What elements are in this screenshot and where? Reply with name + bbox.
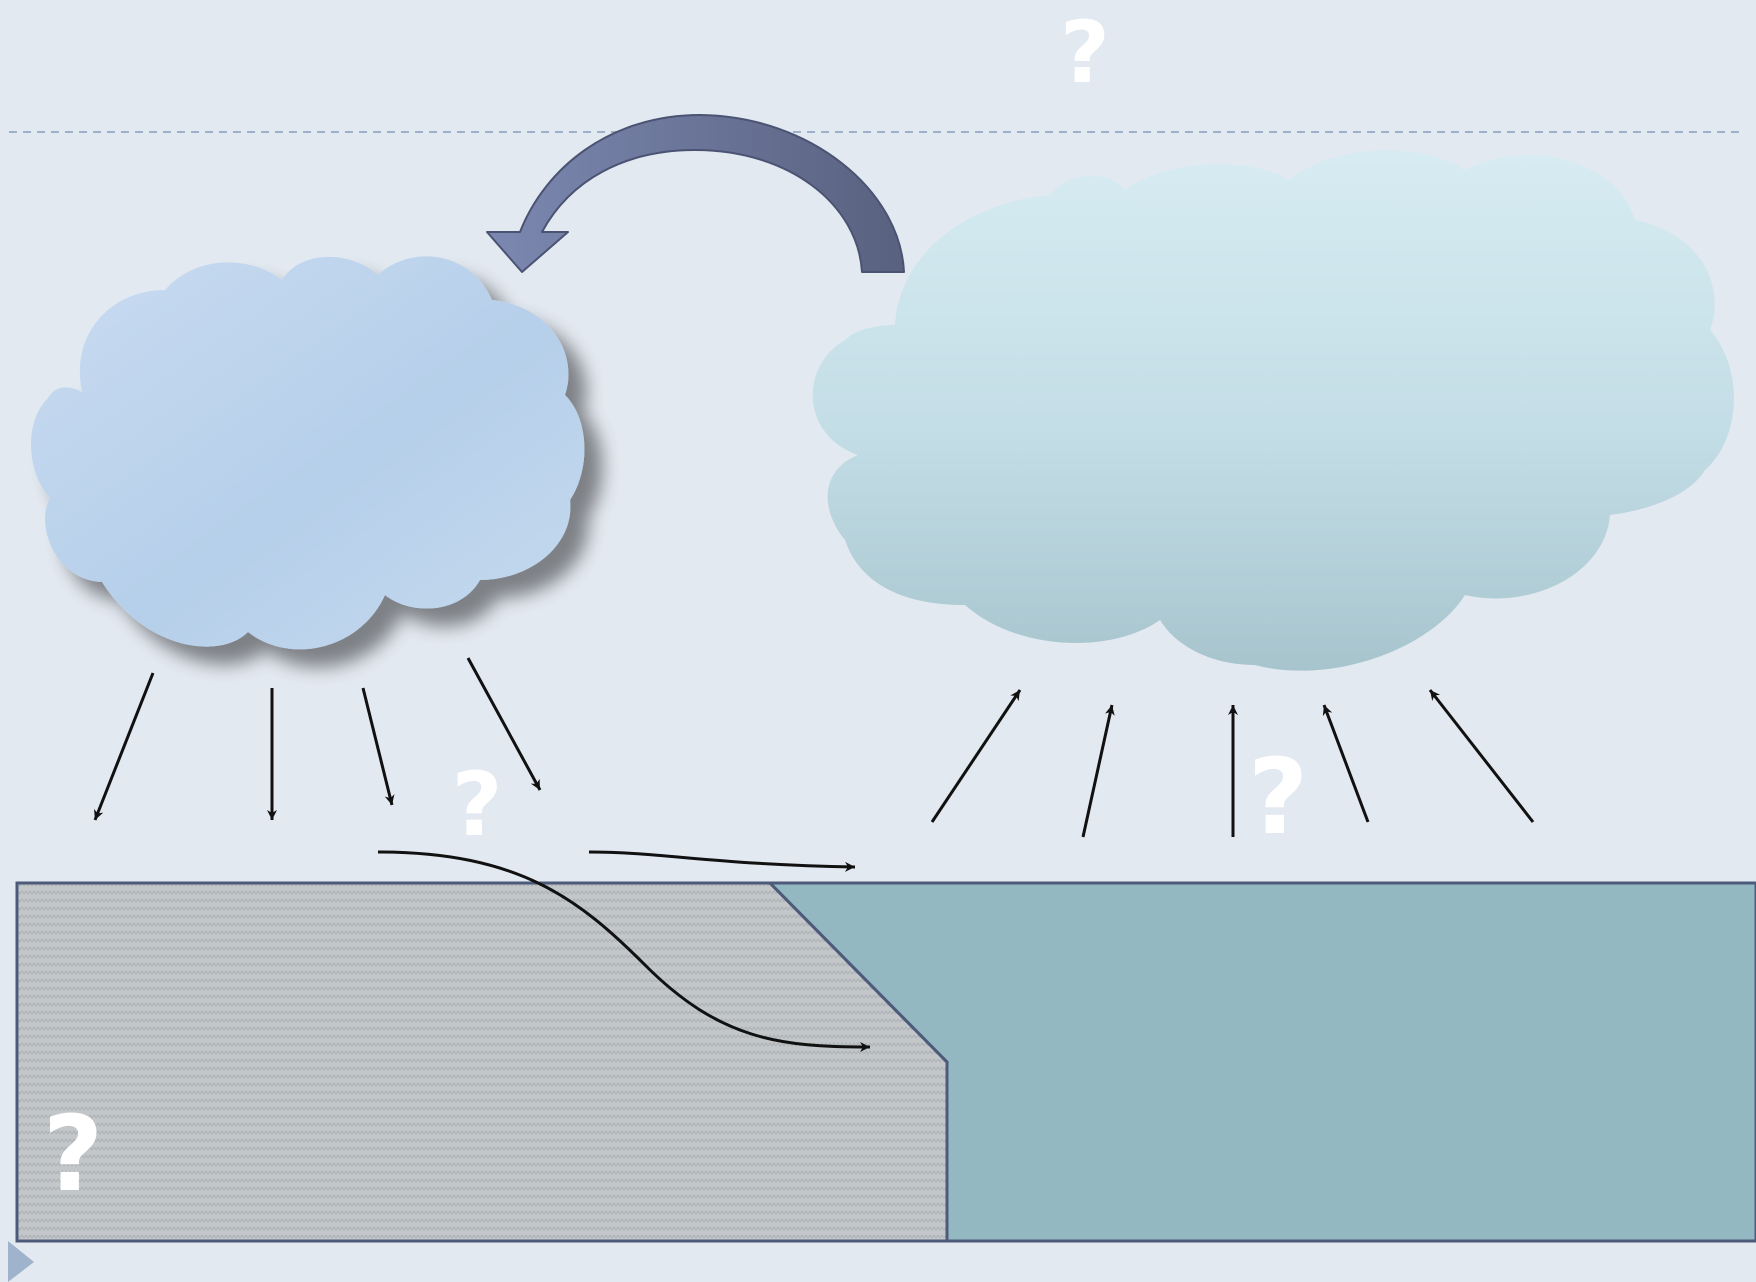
question-mark-top: ? — [1060, 3, 1110, 103]
cloud-icon — [812, 150, 1734, 671]
atmospheric-transport-arrow — [486, 114, 905, 273]
evaporation-arrows — [930, 689, 1535, 838]
surface-runoff-arrow — [588, 850, 856, 872]
evaporation-arrow — [930, 689, 1022, 823]
precipitation-arrow — [93, 672, 155, 821]
evaporation-arrow — [1428, 689, 1535, 823]
precipitation-arrows — [93, 657, 542, 821]
precipitation-arrow — [466, 657, 542, 791]
curved-arrow-icon — [486, 114, 905, 273]
land-mass — [15, 881, 949, 1243]
question-mark-land: ? — [43, 1093, 103, 1215]
cloud-icon — [30, 256, 585, 650]
ocean-cloud — [812, 150, 1734, 671]
land-cloud — [30, 256, 585, 650]
groundwater-flow-arrow — [377, 850, 871, 1052]
precipitation-arrow — [361, 687, 395, 806]
triangle-right-icon — [8, 1241, 34, 1282]
question-mark-evaporation: ? — [1248, 736, 1308, 858]
runoff-arrows — [377, 850, 871, 1052]
ocean — [766, 881, 1756, 1243]
evaporation-arrow — [1081, 704, 1115, 838]
question-marks: ? ? ? ? — [43, 3, 1308, 1215]
evaporation-arrow — [1322, 704, 1370, 823]
question-mark-precipitation: ? — [451, 753, 502, 856]
